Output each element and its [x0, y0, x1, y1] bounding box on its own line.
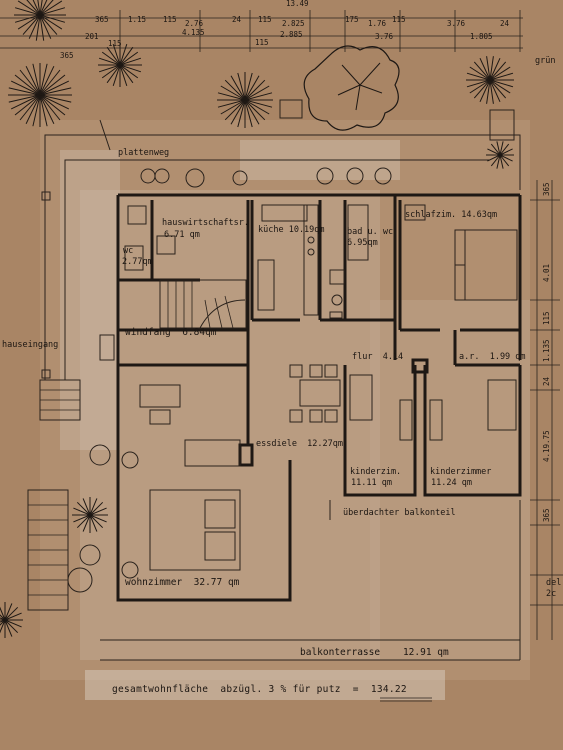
dim-top-20: 365 — [60, 51, 74, 60]
dim-top-4: 1.15 — [128, 15, 147, 24]
dim-top-7: 4.135 — [182, 28, 205, 37]
dim-right-1: 365 — [542, 182, 551, 196]
label-del: del — [546, 578, 562, 588]
dim-top-3: 201 — [85, 32, 99, 41]
label-balkonteil: überdachter balkonteil — [343, 508, 456, 518]
balcony-terrace — [100, 500, 521, 661]
dim-top-9: 115 — [258, 15, 272, 24]
dim-top-18: 1.805 — [470, 32, 493, 41]
dim-right-2: 4.01 — [542, 263, 551, 282]
dim-top-16: 3.76 — [447, 19, 466, 28]
tree-icon — [486, 141, 514, 169]
dim-top-12: 115 — [255, 38, 269, 47]
tree-icon — [8, 63, 72, 127]
dim-top-13: 175 — [345, 15, 359, 24]
dim-top-1: 13.49 — [286, 0, 309, 8]
tree-icon — [217, 72, 273, 128]
tree-icon — [0, 602, 23, 638]
dim-top-6: 2.76 — [185, 19, 204, 28]
label-ar: a.r. 1.99 qm — [459, 352, 526, 362]
label-essdiele: essdiele 12.27qm — [256, 439, 343, 449]
label-wohnzimmer: wohnzimmer 32.77 qm — [125, 577, 240, 588]
dim-top-11: 2.885 — [280, 30, 303, 39]
label-bad: bad u. wc — [347, 227, 394, 237]
tree-icon — [98, 43, 142, 87]
entrance-steps — [27, 379, 81, 611]
tree-icon — [466, 56, 514, 104]
site-boundary — [41, 99, 521, 380]
tree-icon — [14, 0, 66, 41]
label-hauswirtschaft: hauswirtschaftsr. — [162, 218, 249, 228]
label-plattenweg: plattenweg — [118, 148, 170, 158]
label-kueche: küche 10.19qm — [258, 225, 325, 235]
dim-top-8: 24 — [232, 15, 242, 24]
dim-top-21: 115 — [108, 39, 122, 48]
dim-right-6: 4.19.75 — [542, 430, 551, 462]
label-kinderzimmer-1-area: 11.11 qm — [351, 478, 392, 488]
label-flur: flur 4.14 — [352, 352, 404, 362]
dim-right-7: 365 — [542, 508, 551, 522]
furniture — [27, 167, 518, 611]
staircase — [159, 279, 247, 329]
label-windfang: windfang 6.84qm — [125, 327, 217, 338]
dim-right-3: 115 — [542, 311, 551, 325]
large-tree-icon — [303, 45, 400, 131]
dim-right-4: 1.135 — [542, 339, 551, 362]
label-del2: 2c — [546, 589, 557, 599]
dim-top-19: 24 — [500, 19, 510, 28]
label-kinderzimmer-1: kinderzim. — [350, 467, 402, 477]
label-hauseingang: hauseingang — [2, 340, 59, 350]
dim-top-5: 115 — [163, 15, 177, 24]
dim-top-17: 3.76 — [375, 32, 394, 41]
dim-top-14: 1.76 — [368, 19, 387, 28]
large-tree-branches — [337, 62, 383, 111]
label-hauswirtschaft-area: 6.71 qm — [164, 230, 200, 240]
total-area-line: gesamtwohnfläche abzügl. 3 % für putz = … — [112, 684, 407, 695]
label-schlafzimmer: schlafzim. 14.63qm — [405, 210, 498, 220]
label-wc-area: 2.77qm — [122, 257, 153, 267]
label-kinderzimmer-2: kinderzimmer — [430, 467, 492, 477]
dim-top-10: 2.825 — [282, 19, 305, 28]
label-wc: wc — [123, 246, 134, 256]
label-balkonterrasse: balkonterrasse 12.91 qm — [300, 647, 449, 658]
tree-icon — [72, 497, 108, 533]
label-kinderzimmer-2-area: 11.24 qm — [431, 478, 472, 488]
dim-top-15: 115 — [392, 15, 406, 24]
tree-symbols — [0, 0, 514, 638]
dim-right-5: 24 — [542, 376, 551, 386]
dimension-lines — [0, 10, 563, 640]
dim-top-2: 365 — [95, 15, 109, 24]
label-bad-area: 6.95qm — [347, 238, 378, 248]
label-gruen: grün — [535, 56, 556, 66]
building-walls — [116, 193, 522, 602]
